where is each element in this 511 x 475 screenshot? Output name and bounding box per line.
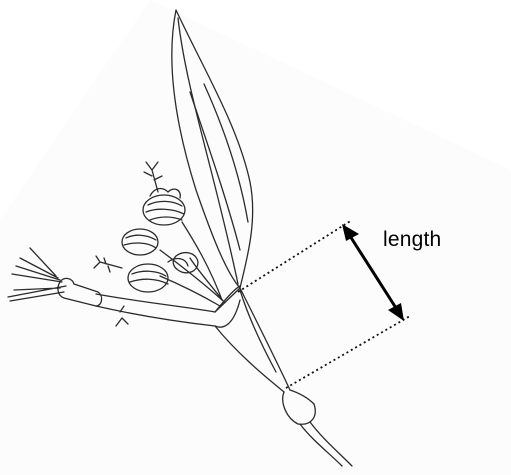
length-label: length [383,228,441,252]
